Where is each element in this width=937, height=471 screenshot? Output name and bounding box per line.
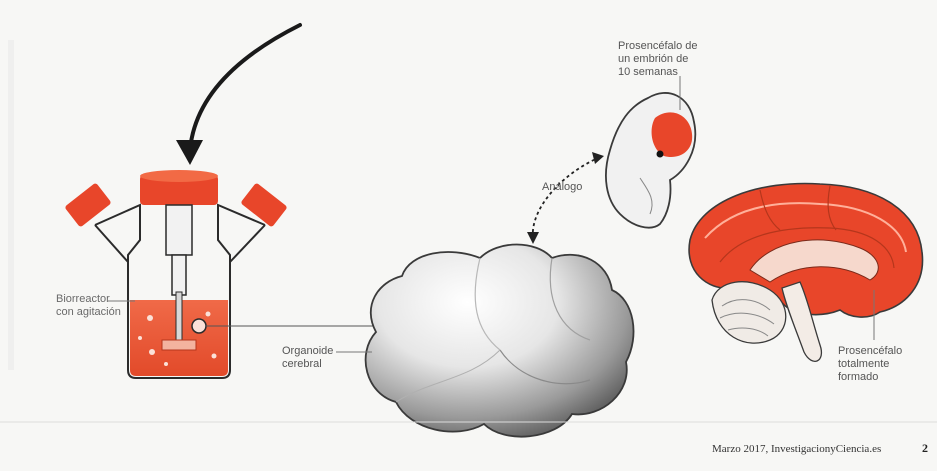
organoid-highlight [192,319,206,333]
adult-brain [689,183,922,361]
formed-brain-label-line1: Prosencéfalo [838,345,902,357]
organoid-label-line1: Organoide [282,345,333,357]
page-number: 2 [922,441,928,455]
cerebral-organoid [336,245,634,437]
curved-arrow-icon [176,25,300,165]
bioreactor-label-line2: con agitación [56,306,121,318]
formed-brain-label-line3: formado [838,371,878,383]
double-arrow-icon [527,152,604,244]
bioreactor-label-line1: Biorreactor [56,293,110,305]
embryo-label-line1: Prosencéfalo de [618,40,698,52]
margin-credit [8,40,14,370]
footer-text: Marzo 2017, InvestigacionyCiencia.es [712,443,881,455]
formed-brain-label-line2: totalmente [838,358,889,370]
embryo-label-line2: un embrión de [618,53,688,65]
embryo [606,76,695,228]
organoid-label-line2: cerebral [282,358,322,370]
analog-label: Análogo [542,181,582,193]
embryo-label-line3: 10 semanas [618,66,678,78]
right-cap [240,182,288,227]
